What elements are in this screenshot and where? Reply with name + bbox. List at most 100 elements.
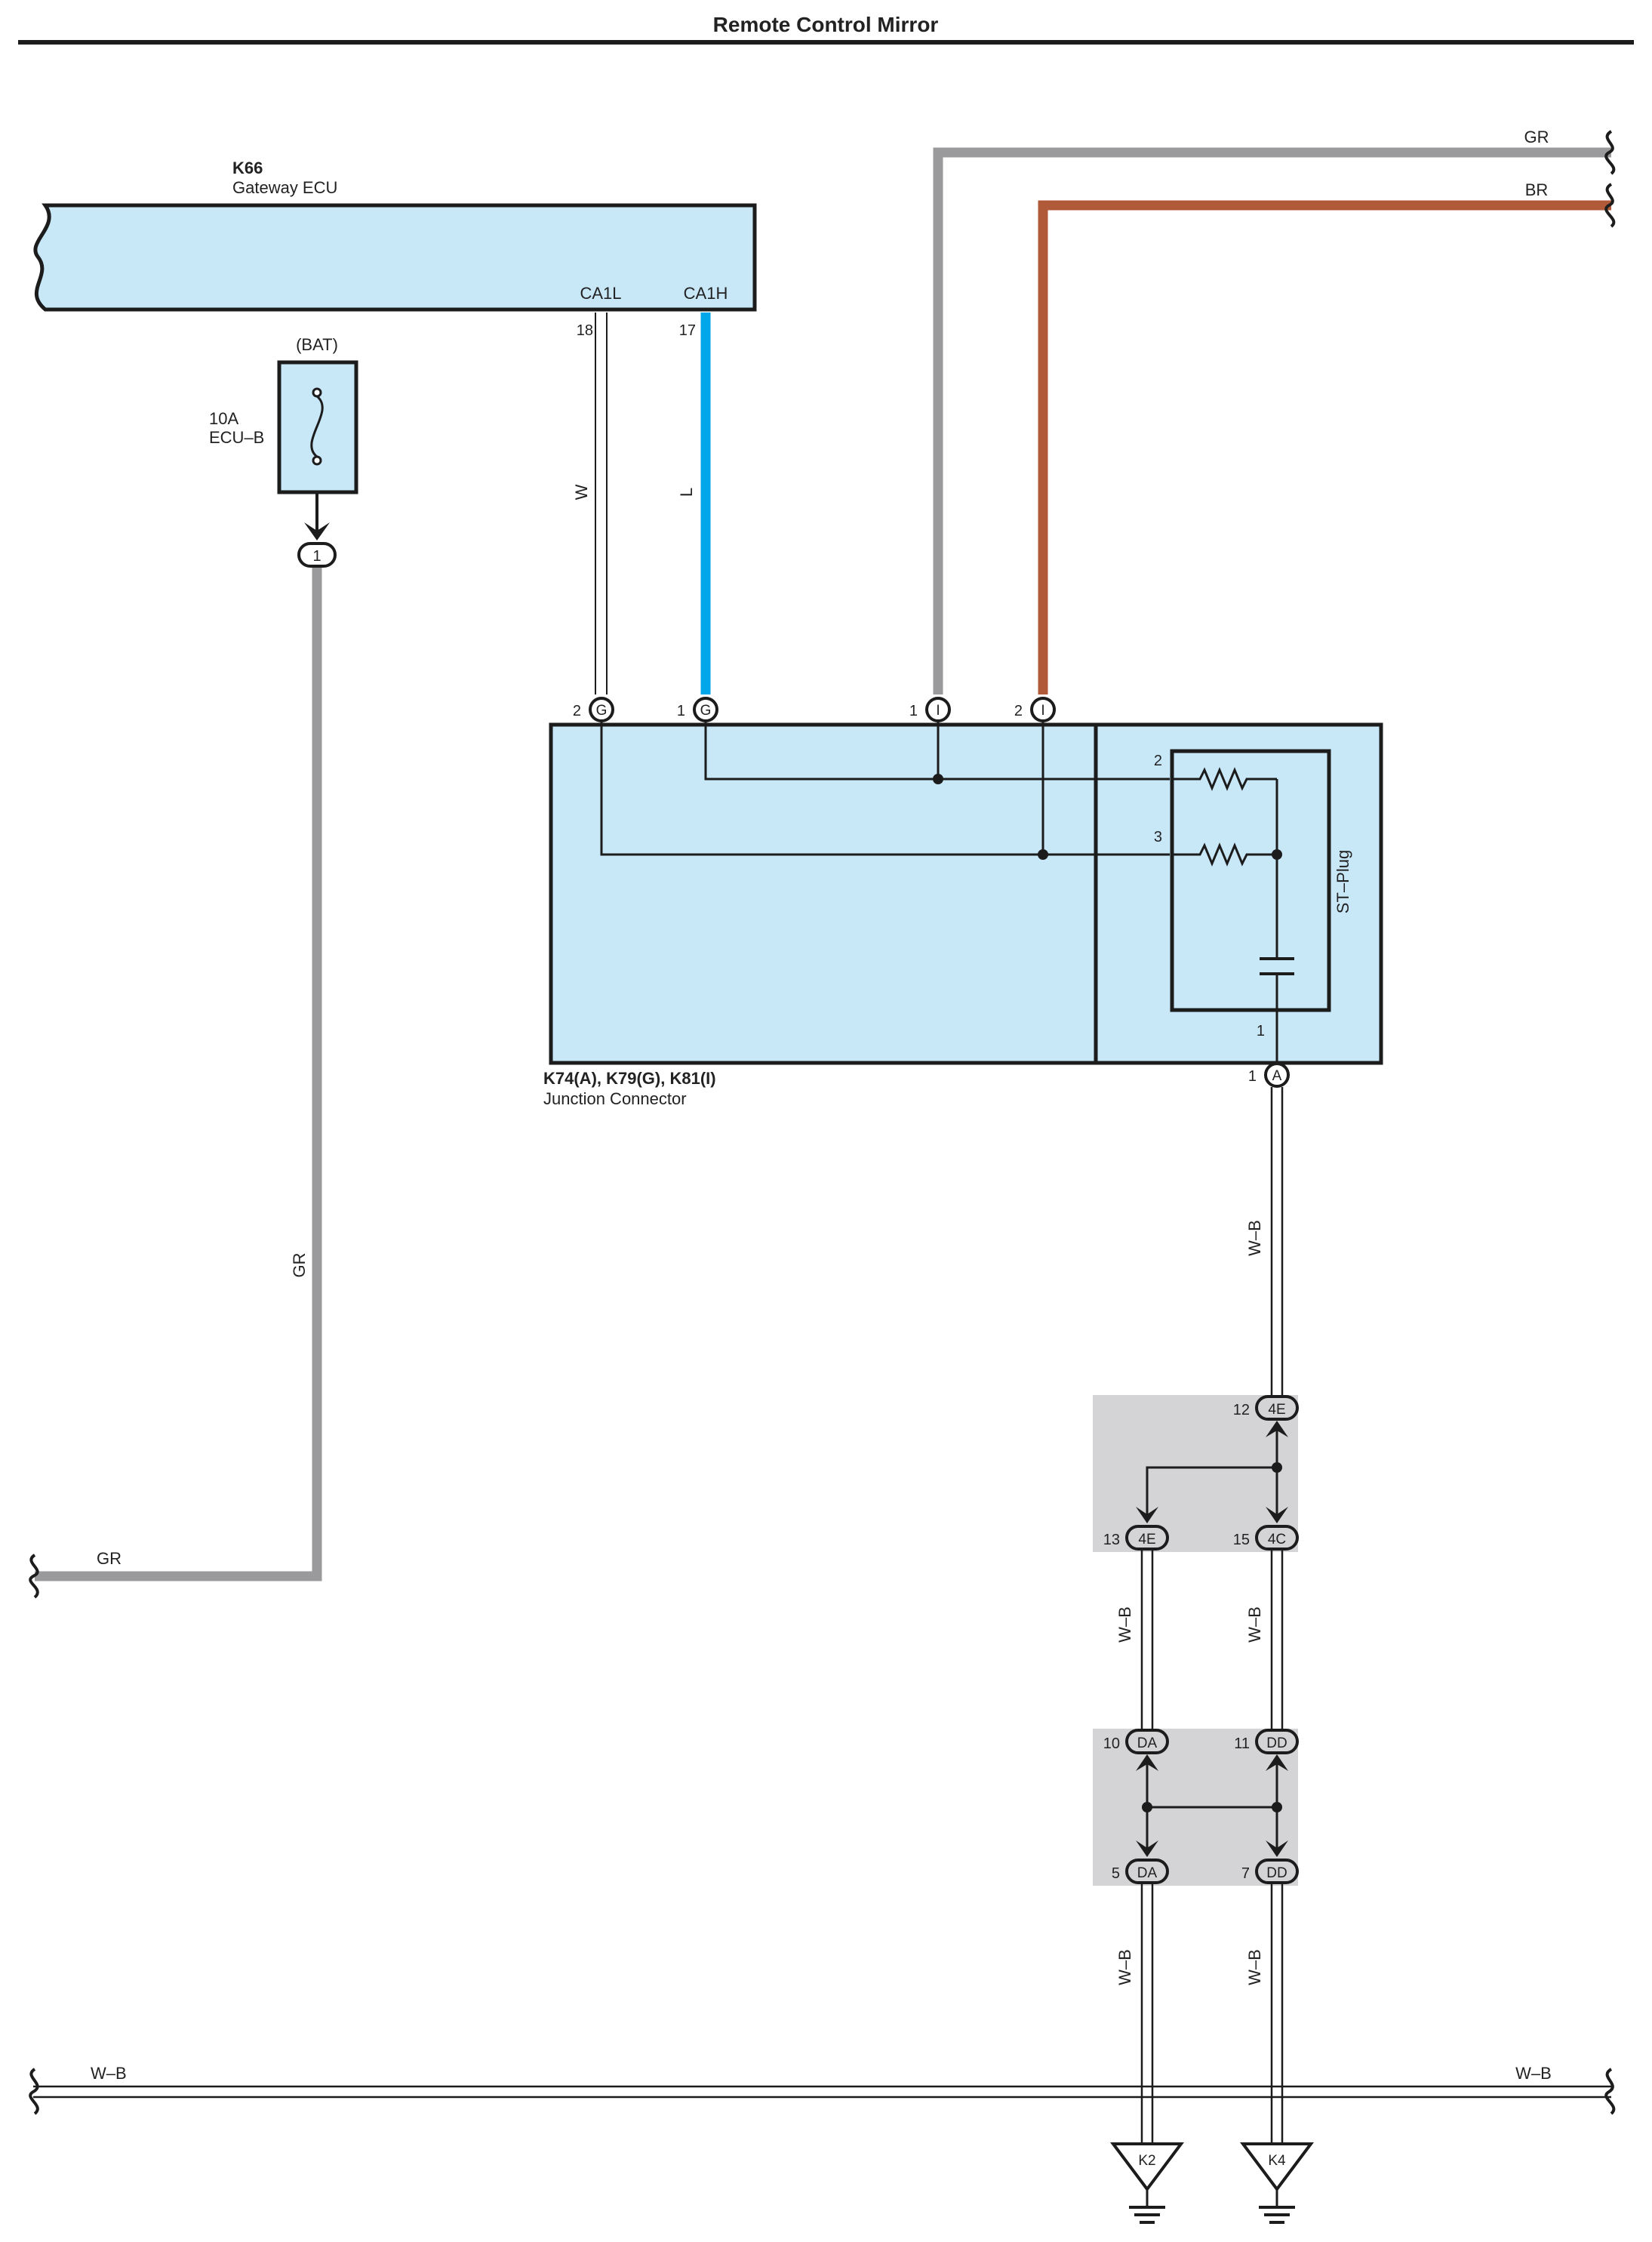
- junction-name: Junction Connector: [543, 1089, 687, 1108]
- splice-bottom-bl-num: 5: [1112, 1865, 1120, 1882]
- splice-bottom-bl-connector: [1125, 1859, 1169, 1884]
- wire-wb-a1-label: W–B: [1245, 1220, 1264, 1256]
- splice-top-left-code: 4E: [1138, 1532, 1155, 1548]
- st-plug-box: [1170, 749, 1331, 1012]
- pin-i2-letter: I: [1041, 703, 1044, 719]
- internal-line-l: [600, 721, 1170, 856]
- wire-gr-left-label: GR: [290, 1253, 309, 1278]
- pin-g1-num: 1: [677, 703, 685, 719]
- fuse-source: (BAT): [296, 335, 338, 354]
- ecu-code: K66: [232, 159, 263, 177]
- ground-k2-triangle: [1110, 2142, 1184, 2192]
- resistor-icon-bottom: [1172, 842, 1277, 867]
- gateway-ecu-body: [33, 203, 757, 312]
- fuse-arrow-icon: [304, 522, 330, 540]
- ecu-pin-ca1l-label: CA1L: [580, 284, 621, 303]
- ecu-pin-17: 17: [679, 322, 696, 339]
- splice-bottom-arrow-tr-icon: [1266, 1754, 1288, 1771]
- wire-wb-bus-right-label: W–B: [1515, 2064, 1552, 2083]
- splice-bottom-dot-left: [1142, 1802, 1152, 1812]
- pin-a1-circle: [1264, 1062, 1290, 1088]
- ecu-name: Gateway ECU: [232, 178, 337, 197]
- wire-break-gr-symbol: [1604, 130, 1616, 175]
- wire-br-top-label: BR: [1525, 180, 1549, 199]
- junction-pin-a1: A 1: [1248, 1062, 1290, 1088]
- pin-g1-letter: G: [700, 703, 712, 719]
- splice-top-arrow-right-icon: [1266, 1507, 1288, 1523]
- junction-codes: K74(A), K79(G), K81(I): [543, 1069, 716, 1088]
- wire-br-top: [1038, 200, 1611, 694]
- splice-top-right-connector: [1255, 1525, 1299, 1551]
- fuse-connector: [297, 542, 337, 568]
- fuse-terminal-top: [312, 387, 322, 398]
- ground-k4-triangle: [1240, 2142, 1314, 2192]
- splice-top-right-num: 15: [1233, 1532, 1250, 1548]
- splice-bottom-arrow-bl-icon: [1136, 1840, 1158, 1857]
- pin-a1-letter: A: [1272, 1068, 1282, 1084]
- wire-gr-bottom-label: GR: [97, 1549, 122, 1568]
- wire-wb-low-left-label: W–B: [1115, 1949, 1134, 1985]
- splice-top-arrow-left-icon: [1136, 1507, 1158, 1523]
- junction-pin-i2: I 2: [1014, 697, 1056, 722]
- pin-i2-num: 2: [1014, 703, 1023, 719]
- splice-bottom-arrow-br-icon: [1266, 1840, 1288, 1857]
- internal-line-h: [704, 721, 1170, 781]
- splice-top-in-num: 12: [1233, 1402, 1250, 1418]
- splice-bottom-br-num: 7: [1241, 1865, 1250, 1882]
- pin-i1-num: 1: [909, 703, 918, 719]
- ecu-pin-18: 18: [577, 322, 593, 339]
- st-plug-pin-1: 1: [1257, 1023, 1265, 1039]
- splice-bottom-tr-code: DD: [1266, 1735, 1287, 1751]
- wire-wb-bus-left-label: W–B: [91, 2064, 127, 2083]
- st-plug-pin-3: 3: [1154, 829, 1162, 845]
- splice-bottom-bl-code: DA: [1137, 1865, 1158, 1881]
- splice-bottom-br-code: DD: [1266, 1865, 1287, 1881]
- wire-gr-top-label: GR: [1524, 128, 1549, 146]
- st-plug-pin-2: 2: [1154, 753, 1162, 769]
- fuse-connector-num: 1: [312, 548, 321, 565]
- splice-top-arrow-in-icon: [1266, 1421, 1288, 1437]
- splice-bottom-arrow-tl-icon: [1136, 1754, 1158, 1771]
- resistor-icon-top: [1172, 767, 1277, 791]
- splice-top-in-connector: [1255, 1395, 1299, 1421]
- pin-i1-letter: I: [936, 703, 940, 719]
- wire-wb-mid-right-label: W–B: [1245, 1606, 1264, 1643]
- splice-bottom-tr-num: 11: [1234, 1735, 1250, 1752]
- ground-k2-label: K2: [1138, 2153, 1155, 2169]
- pin-a1-num: 1: [1248, 1068, 1257, 1085]
- splice-top-cross: [1146, 1466, 1277, 1519]
- wire-gr-left: [35, 568, 322, 1581]
- splice-top-dot: [1272, 1462, 1282, 1473]
- ground-k2: K2: [1110, 2142, 1184, 2224]
- splice-bottom-tl-connector: [1125, 1729, 1169, 1754]
- wire-wb-low-right-label: W–B: [1245, 1949, 1264, 1985]
- pin-g2-letter: G: [596, 703, 608, 719]
- splice-bottom-tr-connector: [1255, 1729, 1299, 1754]
- junction-dot-l: [1038, 849, 1048, 860]
- wire-break-br-symbol: [1604, 183, 1616, 228]
- junction-pin-g1: G 1: [677, 697, 718, 722]
- splice-bottom-tl-num: 10: [1103, 1735, 1120, 1752]
- fuse-name: ECU–B: [209, 428, 264, 447]
- splice-top-left-num: 13: [1103, 1532, 1120, 1548]
- fuse-terminal-bottom: [312, 455, 322, 466]
- splice-top-right-code: 4C: [1268, 1532, 1286, 1548]
- splice-bottom-tl-code: DA: [1137, 1735, 1158, 1751]
- fuse-rating: 10A: [209, 409, 238, 428]
- wire-break-bus-right-symbol: [1604, 2068, 1616, 2115]
- ground-k4: K4: [1240, 2142, 1314, 2224]
- junction-pin-i1: I 1: [909, 697, 951, 722]
- pin-g2-num: 2: [573, 703, 581, 719]
- wire-gr-top: [933, 147, 1611, 694]
- wire-break-bus-left-symbol: [29, 2068, 39, 2115]
- splice-top-in-code: 4E: [1268, 1402, 1285, 1418]
- splice-bottom-br-connector: [1255, 1859, 1299, 1884]
- junction-dot-h: [933, 774, 943, 784]
- diagram-title: Remote Control Mirror: [713, 13, 939, 36]
- st-plug-label: ST–Plug: [1334, 850, 1352, 913]
- wire-wb-mid-left-label: W–B: [1115, 1606, 1134, 1643]
- st-plug-dot: [1272, 849, 1282, 860]
- fuse-element: [310, 395, 324, 458]
- junction-pin-g2: G 2: [573, 697, 614, 722]
